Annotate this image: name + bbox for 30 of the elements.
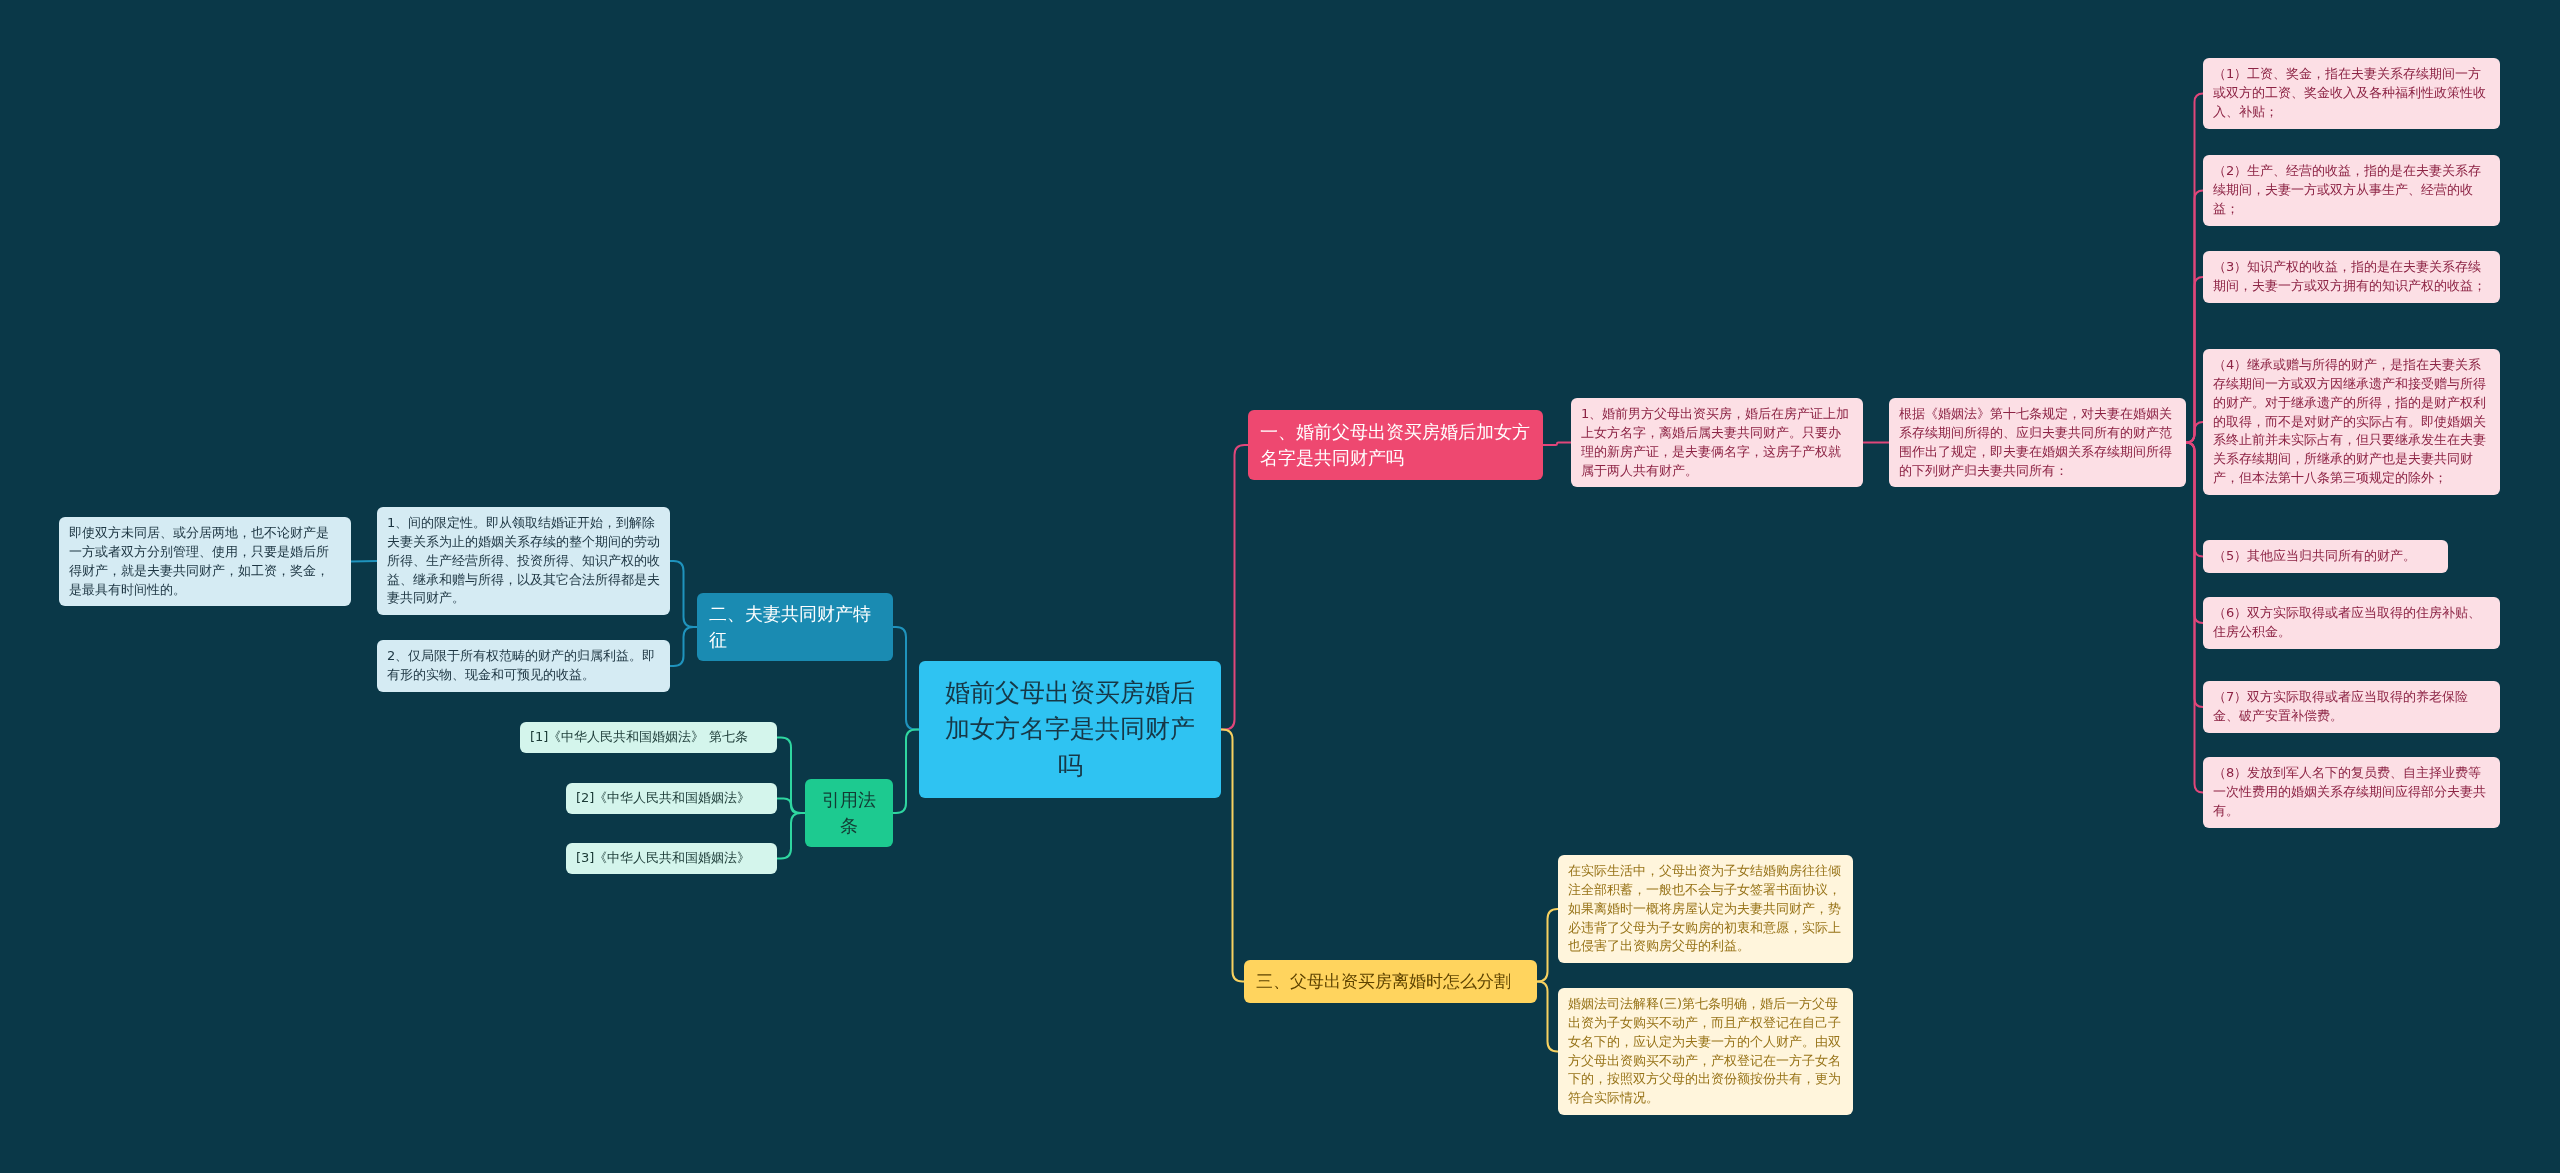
note-card: （4）继承或赠与所得的财产，是指在夫妻关系存续期间一方或双方因继承遗产和接受赠与所得的财产。对于继承遗产的所得，指的是财产权利的取得，而不是对财产的实际占有。即使婚姻关系终止前并未实际占有，但只要继承发生在夫妻关系存续期间，所继承的财产也是夫妻共同财产，但本法第十八条第三项规定的除外；: [2203, 349, 2500, 495]
connector-line: [1536, 908, 1559, 983]
note-card: 1、婚前男方父母出资买房，婚后在房产证上加上女方名字，离婚后属夫妻共同财产。只要办理的新房产证，是夫妻俩名字，这房子产权就属于两人共有财产。: [1571, 398, 1863, 488]
branch-topic: 引用法条: [805, 779, 893, 848]
note-card: （8）发放到军人名下的复员费、自主择业费等一次性费用的婚姻关系存续期间应得部分夫妻共有。: [2203, 757, 2500, 828]
note-card: （2）生产、经营的收益，指的是在夫妻关系存续期间，夫妻一方或双方从事生产、经营的收益；: [2203, 155, 2500, 226]
connector-line: [892, 728, 920, 814]
note-card: [2]《中华人民共和国婚姻法》: [566, 783, 777, 814]
note-card: （3）知识产权的收益，指的是在夫妻关系存续期间，夫妻一方或双方拥有的知识产权的收益；: [2203, 251, 2500, 303]
note-card: [1]《中华人民共和国婚姻法》 第七条: [520, 722, 777, 753]
note-card: （5）其他应当归共同所有的财产。: [2203, 540, 2448, 573]
note-card: 即使双方未同居、或分居两地，也不论财产是一方或者双方分别管理、使用，只要是婚后所得财产，就是夫妻共同财产，如工资，奖金，是最具有时间性的。: [59, 517, 351, 607]
note-card: 2、仅局限于所有权范畴的财产的归属利益。即有形的实物、现金和可预见的收益。: [377, 640, 670, 692]
note-card: （1）工资、奖金，指在夫妻关系存续期间一方或双方的工资、奖金收入及各种福利性政策性收入、补贴；: [2203, 58, 2500, 129]
note-card: 1、间的限定性。即从领取结婚证开始，到解除夫妻关系为止的婚姻关系存续的整个期间的劳动所得、生产经营所得、投资所得、知识产权的收益、继承和赠与所得，以及其它合法所得都是夫妻共同财产。: [377, 507, 670, 616]
note-card: 在实际生活中，父母出资为子女结婚购房往往倾注全部积蓄，一般也不会与子女签署书面协议，如果离婚时一概将房屋认定为夫妻共同财产，势必违背了父母为子女购房的初衷和意愿，实际上也侵害了出资购房父母的利益。: [1558, 855, 1853, 964]
connector-line: [350, 560, 378, 563]
branch-topic: 二、夫妻共同财产特征: [697, 593, 893, 662]
connector-line: [1862, 441, 1890, 444]
branch-topic: 三、父母出资买房离婚时怎么分割: [1244, 960, 1537, 1003]
branch-topic: 一、婚前父母出资买房婚后加女方名字是共同财产吗: [1248, 410, 1543, 481]
note-card: 根据《婚姻法》第十七条规定，对夫妻在婚姻关系存续期间所得的、应归夫妻共同所有的财产范围作出了规定，即夫妻在婚姻关系存续期间所得的下列财产归夫妻共同所有：: [1889, 398, 2186, 488]
note-card: （7）双方实际取得或者应当取得的养老保险金、破产安置补偿费。: [2203, 681, 2500, 733]
central-topic: 婚前父母出资买房婚后加女方名字是共同财产吗: [919, 661, 1221, 798]
note-card: 婚姻法司法解释(三)第七条明确，婚后一方父母出资为子女购买不动产，而且产权登记在自己子女名下的，应认定为夫妻一方的个人财产。由双方父母出资购买不动产，产权登记在一方子女名下的，按照双方父母的出资份额按份共有，更为符合实际情况。: [1558, 988, 1853, 1116]
note-card: [3]《中华人民共和国婚姻法》: [566, 843, 777, 874]
connector-line: [1542, 441, 1572, 446]
note-card: （6）双方实际取得或者应当取得的住房补贴、住房公积金。: [2203, 597, 2500, 649]
connector-line: [1220, 728, 1245, 983]
connector-line: [1536, 980, 1559, 1053]
